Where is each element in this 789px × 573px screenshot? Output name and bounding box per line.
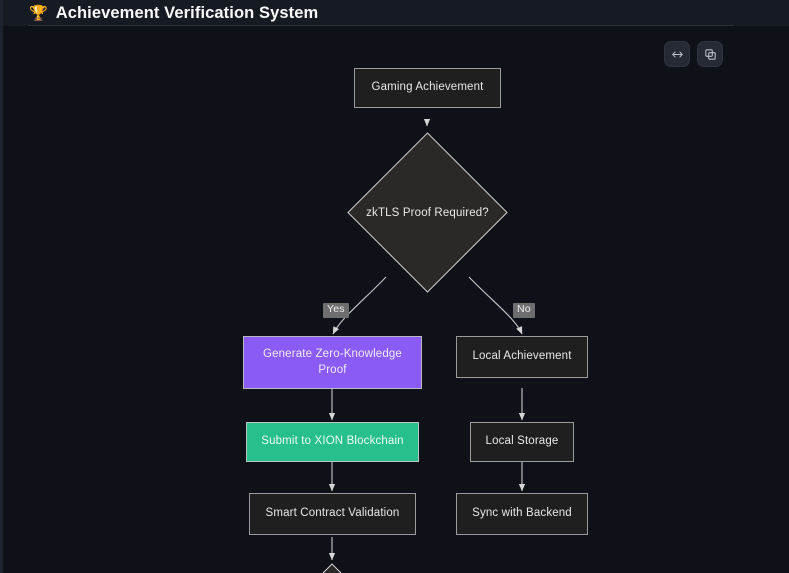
copy-button[interactable] [697,41,723,67]
node-zktls-decision[interactable]: zkTLS Proof Required? [347,132,508,293]
flowchart-edges [322,118,526,573]
node-label-line2: Proof [318,363,347,376]
node-bottom-decision-partial [322,563,342,573]
diagram-toolbar [664,41,723,67]
node-generate-zk-proof[interactable]: Generate Zero-Knowledge Proof [243,336,422,389]
flowchart-canvas[interactable]: Gaming Achievement zkTLS Proof Required?… [3,26,789,573]
page-title: Achievement Verification System [55,3,319,22]
header-divider [28,25,733,26]
node-local-achievement[interactable]: Local Achievement [456,336,588,378]
node-label: Smart Contract Validation [265,507,400,520]
node-label: Sync with Backend [472,507,572,520]
node-label-line1: Generate Zero-Knowledge [263,347,402,360]
node-label: Gaming Achievement [371,81,484,94]
edge-label-no: No [513,303,535,318]
node-submit-to-xion[interactable]: Submit to XION Blockchain [246,422,419,462]
fit-width-button[interactable] [664,41,690,67]
node-gaming-achievement[interactable]: Gaming Achievement [354,68,501,108]
node-local-storage[interactable]: Local Storage [470,422,574,462]
trophy-icon: 🏆 [29,4,48,22]
node-smart-contract-validation[interactable]: Smart Contract Validation [249,493,416,535]
edge-label-yes: Yes [323,303,349,318]
node-sync-with-backend[interactable]: Sync with Backend [456,493,588,535]
diamond-shape [347,132,508,293]
copy-icon [704,48,717,61]
node-label: Local Storage [485,435,559,448]
arrows-horizontal-icon [671,48,684,61]
header-bar [3,0,789,26]
node-label: Local Achievement [472,350,572,363]
node-label: zkTLS Proof Required? [366,206,489,219]
header-content: 🏆 Achievement Verification System [29,0,318,26]
node-label: Submit to XION Blockchain [261,435,404,448]
